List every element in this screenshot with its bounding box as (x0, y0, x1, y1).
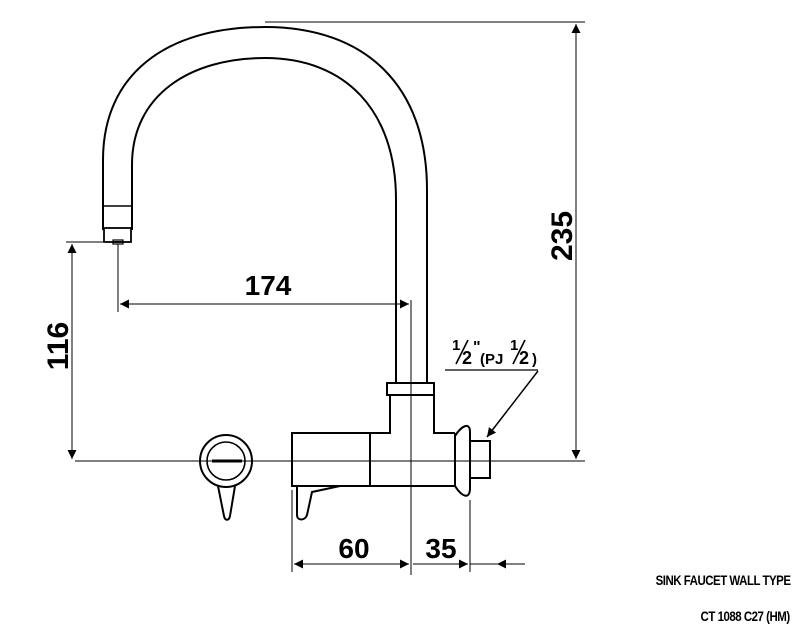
thread-mid: (PJ (480, 351, 503, 368)
thread-inch-mark: " (473, 339, 481, 356)
dim-spout-reach (117, 244, 409, 312)
thread-den-2: 2 (519, 348, 529, 368)
spout-outer-edge (102, 25, 428, 383)
faucet-outline (102, 25, 491, 521)
dim-body-widths (291, 490, 525, 572)
thread-num-2: 1 (510, 337, 518, 354)
handle-lever-view (217, 485, 236, 521)
thread-close: ) (532, 351, 537, 368)
thread-den-1: 2 (462, 348, 472, 368)
center-lines (75, 300, 525, 575)
thread-slash-1 (455, 339, 469, 365)
threaded-inlet (469, 440, 491, 479)
caption-model: CT 1088 C27 (HM) (700, 608, 791, 624)
thread-callout: 1 2 " (PJ 1 2 ) (445, 337, 539, 438)
dim-60-label: 60 (338, 533, 369, 564)
spout-inner-edge (131, 56, 397, 383)
lever (296, 485, 341, 521)
caption-title: SINK FAUCET WALL TYPE (655, 572, 790, 588)
dim-235-label: 235 (546, 211, 579, 261)
callout-leader (486, 370, 539, 438)
dim-116-label: 116 (42, 322, 75, 370)
lever-housing (291, 432, 371, 487)
main-body (369, 433, 456, 487)
handle-end-view (199, 434, 253, 521)
dim-174-label: 174 (245, 270, 292, 301)
thread-num-1: 1 (452, 337, 460, 354)
handle-outer-circle (199, 434, 253, 488)
dim-spout-height (66, 241, 103, 459)
handle-inner-circle (206, 441, 246, 481)
thread-slash-2 (512, 339, 526, 365)
dim-35-label: 35 (425, 533, 456, 564)
riser-body (370, 395, 455, 434)
dim-total-height (265, 21, 585, 462)
